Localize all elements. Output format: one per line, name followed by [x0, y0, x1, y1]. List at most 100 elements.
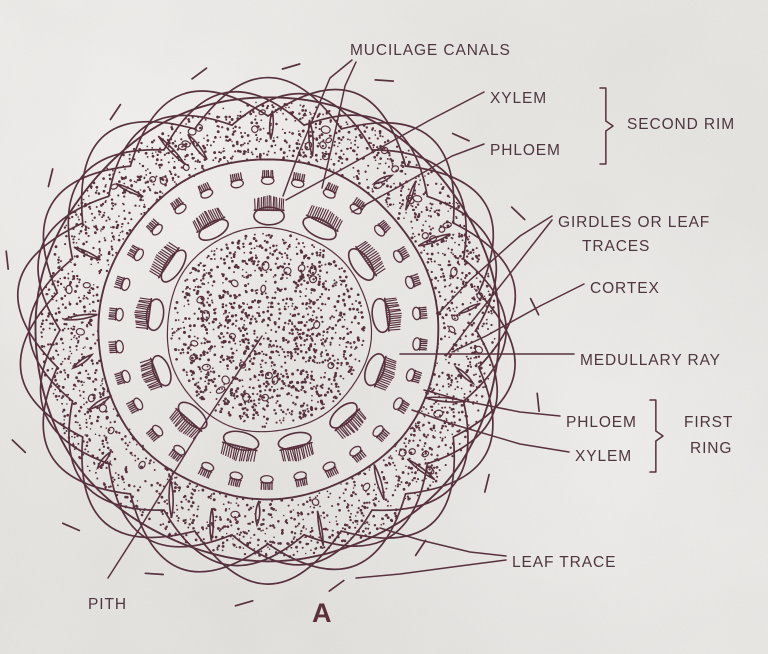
stipple-dot	[461, 303, 465, 306]
stipple-dot	[434, 182, 438, 186]
stipple-dot	[223, 147, 225, 150]
stipple-dot	[56, 398, 59, 401]
stipple-dot	[457, 430, 460, 433]
stipple-dot	[460, 278, 463, 281]
stipple-dot	[449, 207, 452, 210]
stipple-dot	[290, 546, 293, 549]
stipple-dot	[473, 357, 476, 359]
stipple-dot	[447, 306, 451, 310]
stipple-dot	[180, 500, 183, 504]
stipple-dot	[452, 449, 455, 452]
stipple-dot	[124, 435, 127, 438]
stipple-dot	[235, 521, 239, 525]
stipple-dot	[422, 224, 425, 227]
stipple-dot	[430, 244, 434, 248]
stipple-dot	[352, 149, 355, 152]
stipple-dot	[449, 384, 452, 387]
stipple-dot	[259, 128, 262, 131]
stipple-dot	[254, 147, 258, 151]
stipple-dot	[78, 296, 80, 299]
stipple-dot	[87, 235, 90, 237]
stipple-dot	[61, 342, 64, 345]
stipple-dot	[310, 549, 312, 552]
stipple-dot	[481, 325, 484, 328]
stipple-dot	[266, 104, 270, 108]
stipple-dot	[260, 546, 263, 549]
stipple-dot	[401, 457, 405, 461]
stipple-dot	[80, 380, 83, 384]
stipple-dot	[479, 361, 483, 365]
stipple-dot	[153, 139, 156, 142]
stipple-dot	[271, 516, 273, 519]
stipple-dot	[111, 476, 114, 479]
stipple-dot	[268, 513, 271, 516]
stipple-dot	[42, 353, 45, 356]
stipple-dot	[155, 158, 159, 162]
leader-leaf-trace-a	[379, 527, 507, 557]
stipple-dot	[192, 514, 195, 517]
leaf-trace-arc	[193, 76, 343, 130]
label-girdles-line2: TRACES	[582, 238, 651, 255]
stipple-dot	[399, 207, 402, 210]
stipple-dot	[190, 496, 193, 500]
stipple-dot	[238, 533, 241, 537]
leader-girdles-a	[439, 215, 553, 313]
stipple-dot	[302, 151, 305, 154]
stipple-dot	[476, 300, 479, 303]
label-first-ring-l2: RING	[690, 440, 733, 457]
stipple-dot	[368, 532, 371, 535]
stipple-dot	[436, 209, 438, 212]
stipple-dot	[128, 211, 131, 215]
stipple-dot	[349, 139, 351, 141]
stipple-dot	[469, 302, 472, 304]
stipple-dot	[194, 160, 197, 163]
stipple-dot	[450, 248, 454, 251]
stipple-dot	[241, 497, 245, 501]
stipple-dot	[350, 512, 352, 515]
leader-cortex	[451, 283, 585, 353]
stipple-dot	[331, 171, 334, 174]
stipple-dot	[338, 141, 341, 145]
stipple-dot	[437, 458, 440, 462]
leader-xylem-second	[285, 91, 485, 201]
stipple-dot	[270, 543, 272, 546]
stipple-dot	[92, 294, 95, 297]
stipple-dot	[425, 435, 428, 438]
stipple-dot	[209, 494, 212, 498]
stipple-dot	[452, 253, 455, 256]
stipple-dot	[163, 153, 167, 156]
stipple-dot	[192, 527, 195, 530]
stipple-dot	[436, 349, 438, 352]
stipple-dot	[242, 143, 245, 146]
stipple-dot	[225, 508, 228, 511]
stipple-dot	[433, 373, 436, 376]
stipple-dot	[166, 499, 168, 501]
stipple-dot	[140, 513, 144, 517]
stipple-dot	[219, 151, 223, 154]
stipple-dot	[56, 366, 60, 370]
stipple-dot	[356, 177, 360, 181]
stipple-dot	[68, 301, 71, 303]
stipple-dot	[73, 210, 77, 214]
stipple-dot	[53, 375, 56, 379]
stipple-dot	[448, 196, 451, 198]
stipple-dot	[433, 402, 436, 405]
stipple-dot	[212, 492, 216, 495]
stipple-dot	[324, 527, 328, 531]
stipple-dot	[374, 483, 376, 486]
stipple-dot	[480, 395, 484, 398]
stipple-dot	[345, 157, 349, 161]
stipple-dot	[214, 519, 217, 522]
stipple-dot	[323, 546, 326, 549]
stipple-dot	[128, 157, 131, 160]
stipple-dot	[476, 386, 478, 389]
stipple-dot	[63, 432, 66, 435]
stipple-dot	[145, 174, 148, 176]
stipple-dot	[424, 191, 427, 194]
stipple-dot	[251, 498, 254, 501]
stipple-dot	[342, 153, 345, 156]
stipple-dot	[458, 235, 461, 238]
stipple-dot	[212, 548, 215, 552]
stipple-dot	[82, 198, 85, 201]
stipple-dot	[475, 256, 479, 260]
